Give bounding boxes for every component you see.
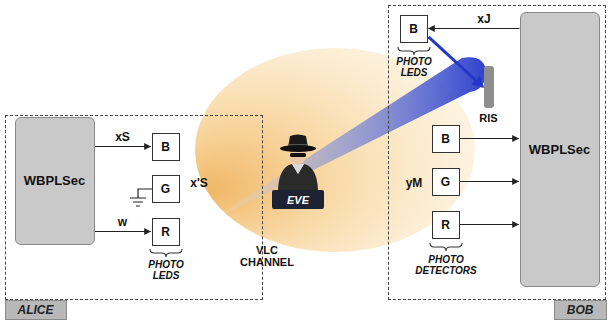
node-label: WBPLSec bbox=[529, 142, 590, 157]
eavesdropper-figure bbox=[278, 135, 318, 191]
group-name: RIS bbox=[479, 112, 497, 124]
ris-panel: RIS bbox=[484, 66, 494, 108]
signal-arrow bbox=[429, 28, 520, 29]
processor-box: WBPLSec bbox=[15, 117, 95, 245]
led-box: B bbox=[400, 15, 428, 43]
led-box: G bbox=[152, 175, 180, 203]
group-box: WBPLSecBGRALICE bbox=[5, 115, 263, 300]
led-box: B bbox=[152, 133, 180, 161]
bracket bbox=[150, 47, 462, 257]
node-label: EVE bbox=[287, 194, 309, 206]
light-ray-arrow bbox=[429, 37, 483, 87]
group-caption: PHOTO DETECTORS bbox=[414, 254, 478, 276]
node-label: B bbox=[441, 132, 450, 146]
led-box: R bbox=[152, 218, 180, 246]
node-label: G bbox=[441, 175, 450, 189]
group-caption: PHOTO LEDS bbox=[139, 259, 193, 281]
group-name: ALICE bbox=[5, 300, 67, 320]
node-label: R bbox=[161, 225, 170, 239]
signal-name: w bbox=[118, 215, 127, 229]
eve-tag: EVE bbox=[272, 190, 324, 209]
light-beam bbox=[205, 57, 486, 224]
signal-arrow bbox=[460, 224, 519, 225]
led-box: R bbox=[432, 211, 460, 239]
ground-symbol bbox=[130, 189, 152, 206]
node-label: WBPLSec bbox=[24, 173, 85, 188]
group-name: BOB bbox=[554, 300, 607, 320]
signal-arrow bbox=[460, 138, 519, 139]
signal-arrow bbox=[95, 231, 151, 232]
signal-arrow bbox=[460, 181, 519, 182]
processor-box: WBPLSec bbox=[520, 12, 600, 287]
node-label: B bbox=[409, 22, 418, 36]
group-caption: PHOTO LEDS bbox=[384, 56, 444, 78]
channel-label: VLC CHANNEL bbox=[232, 244, 302, 268]
signal-name: xS bbox=[115, 130, 130, 144]
led-box: B bbox=[432, 125, 460, 153]
signal-name: xJ bbox=[477, 12, 490, 26]
signal-name: x'S bbox=[184, 176, 214, 190]
signal-name: yM bbox=[400, 176, 428, 190]
node-label: R bbox=[441, 218, 450, 232]
group-box: BRISWBPLSecBGRBOB bbox=[388, 5, 606, 300]
led-box: G bbox=[432, 168, 460, 196]
signal-arrow bbox=[95, 146, 151, 147]
node-label: G bbox=[161, 182, 170, 196]
node-label: B bbox=[161, 140, 170, 154]
